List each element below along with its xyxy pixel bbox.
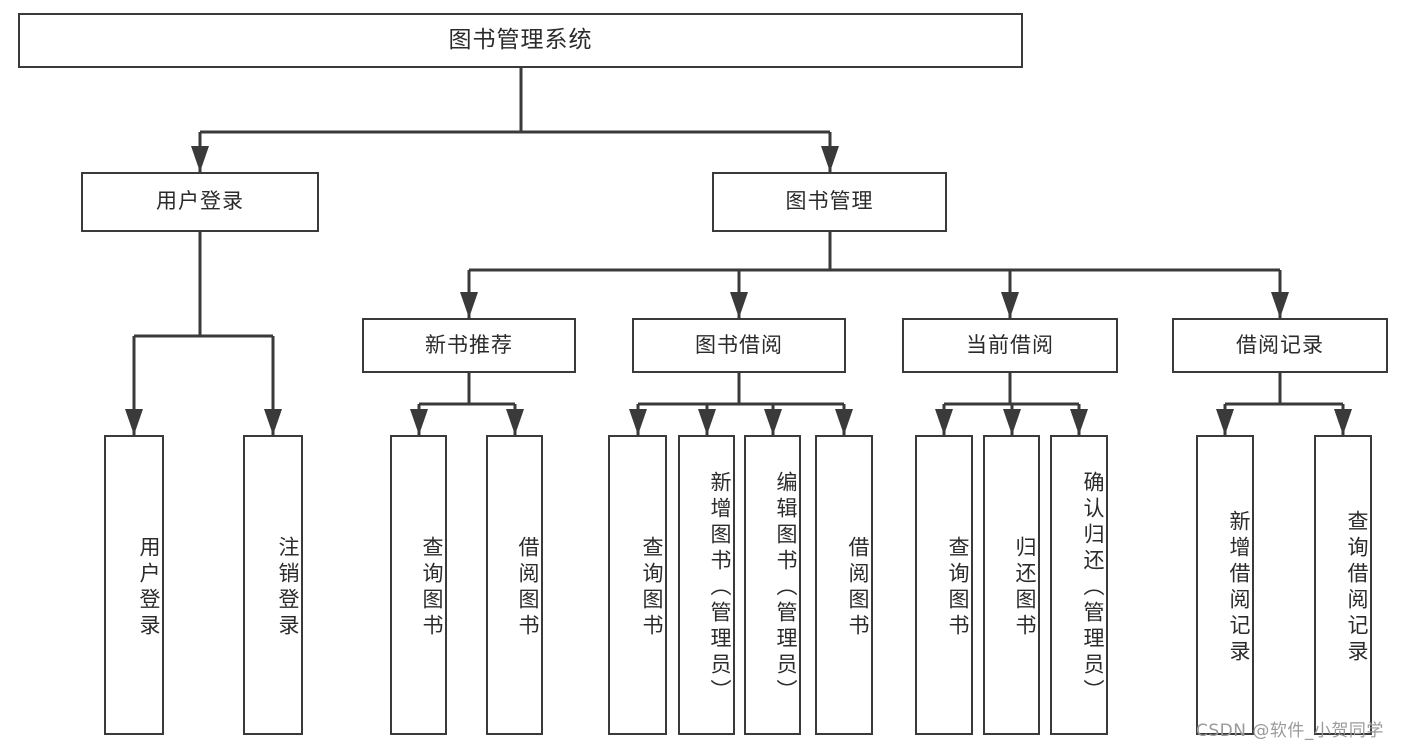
node-b4[interactable]: 借阅图书 (815, 435, 873, 735)
arrowhead (1271, 292, 1289, 318)
node-n2[interactable]: 借阅图书 (486, 435, 543, 735)
node-b2[interactable]: 新增图书（管理员） (678, 435, 735, 735)
node-label: 注销登录 (276, 536, 300, 640)
arrowhead (460, 292, 478, 318)
node-label: 借阅图书 (846, 536, 870, 640)
node-label: 当前借阅 (966, 332, 1054, 357)
node-label: 用户登录 (137, 536, 161, 640)
arrowhead (629, 409, 647, 435)
node-label: 图书管理系统 (448, 26, 593, 53)
node-label: 新增图书（管理员） (708, 471, 732, 705)
arrowhead (1001, 292, 1019, 318)
arrowhead (764, 409, 782, 435)
arrowhead (125, 409, 143, 435)
arrowhead (506, 409, 524, 435)
node-l2[interactable]: 注销登录 (243, 435, 303, 735)
node-label: 新书推荐 (425, 332, 513, 357)
node-root[interactable]: 图书管理系统 (18, 13, 1023, 68)
node-bookmgmt[interactable]: 图书管理 (712, 172, 947, 232)
node-label: 查询借阅记录 (1345, 510, 1369, 666)
arrowhead (1070, 409, 1088, 435)
node-borrow[interactable]: 图书借阅 (632, 318, 846, 373)
node-b1[interactable]: 查询图书 (608, 435, 667, 735)
node-label: 编辑图书（管理员） (774, 471, 798, 705)
watermark: CSDN @软件_小贺同学 (1196, 721, 1384, 741)
arrowhead (191, 146, 209, 172)
node-label: 查询图书 (420, 536, 444, 640)
node-label: 借阅图书 (516, 536, 540, 640)
arrowhead (1216, 409, 1234, 435)
node-b3[interactable]: 编辑图书（管理员） (744, 435, 801, 735)
node-l1[interactable]: 用户登录 (104, 435, 164, 735)
node-label: 查询图书 (640, 536, 664, 640)
arrowhead (698, 409, 716, 435)
node-c2[interactable]: 归还图书 (983, 435, 1040, 735)
arrowhead (730, 292, 748, 318)
node-n1[interactable]: 查询图书 (390, 435, 447, 735)
node-current[interactable]: 当前借阅 (902, 318, 1118, 373)
node-label: 图书管理 (785, 189, 874, 214)
node-label: 借阅记录 (1236, 332, 1324, 357)
node-label: 图书借阅 (695, 332, 783, 357)
node-c1[interactable]: 查询图书 (915, 435, 973, 735)
node-r2[interactable]: 查询借阅记录 (1314, 435, 1372, 735)
node-login[interactable]: 用户登录 (81, 172, 319, 232)
arrowhead (835, 409, 853, 435)
arrowhead (264, 409, 282, 435)
node-label: 新增借阅记录 (1227, 510, 1251, 666)
node-label: 归还图书 (1013, 536, 1037, 640)
node-label: 确认归还（管理员） (1081, 471, 1105, 705)
arrowhead (1003, 409, 1021, 435)
node-r1[interactable]: 新增借阅记录 (1196, 435, 1254, 735)
arrowhead (1334, 409, 1352, 435)
arrowhead (821, 146, 839, 172)
arrowhead (410, 409, 428, 435)
node-record[interactable]: 借阅记录 (1172, 318, 1388, 373)
node-c3[interactable]: 确认归还（管理员） (1050, 435, 1108, 735)
node-newbook[interactable]: 新书推荐 (362, 318, 576, 373)
node-label: 查询图书 (946, 536, 970, 640)
node-label: 用户登录 (156, 189, 244, 214)
arrowhead (935, 409, 953, 435)
